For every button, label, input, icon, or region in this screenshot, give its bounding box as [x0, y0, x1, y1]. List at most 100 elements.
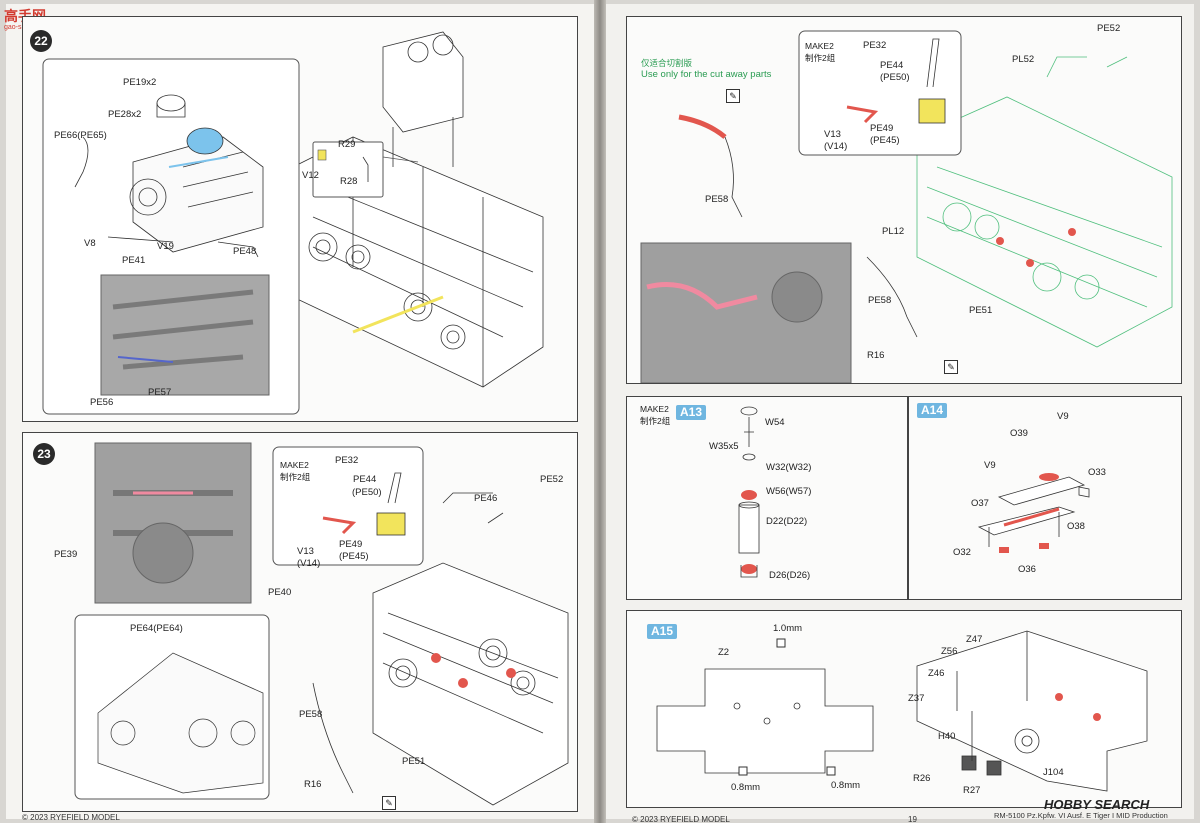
a13-make: MAKE2 — [640, 404, 669, 414]
label-pe40: PE40 — [268, 587, 292, 598]
hobby-search-logo: HOBBY SEARCH — [1044, 797, 1150, 812]
label-v12: V12 — [302, 170, 319, 181]
a14-panel — [908, 396, 1182, 600]
right-footer-copyright: © 2023 RYEFIELD MODEL — [632, 815, 730, 823]
a15-label-08mm-b: 0.8mm — [831, 780, 861, 791]
right-label-pe50: (PE50) — [880, 72, 910, 83]
step-22-drawing — [42, 31, 544, 415]
right-label-v14: (V14) — [824, 141, 848, 152]
a14-label-o37: O37 — [971, 498, 989, 509]
book-gutter — [594, 0, 606, 823]
right-label-pl52: PL52 — [1012, 54, 1035, 65]
label-pe49: PE49 — [339, 539, 363, 550]
right-label-pe32: PE32 — [863, 40, 887, 51]
a13-label-d22: D22(D22) — [766, 516, 808, 527]
a15-drawing — [656, 630, 1148, 792]
label-pe45: (PE45) — [339, 551, 369, 562]
right-label-pe58-b: PE58 — [868, 295, 892, 306]
label-r16: R16 — [304, 779, 322, 790]
cut-scissors-icon: ✎ — [382, 796, 396, 810]
label-pe41: PE41 — [122, 255, 146, 266]
right-make-cn: 制作2组 — [805, 53, 836, 63]
a15-label-z46: Z46 — [928, 668, 945, 679]
label-pe19: PE19x2 — [123, 77, 157, 88]
step-23-drawing — [74, 442, 569, 806]
a13-label-w35: W35x5 — [709, 441, 739, 452]
right-make: MAKE2 — [805, 41, 834, 51]
right-label-pe45: (PE45) — [870, 135, 900, 146]
label-pe64: PE64(PE64) — [130, 623, 183, 634]
a13-label-w54: W54 — [765, 417, 785, 428]
right-label-r16: R16 — [867, 350, 885, 361]
a15-label-08mm-a: 0.8mm — [731, 782, 761, 793]
a14-label-v9-a: V9 — [1057, 411, 1069, 422]
right-label-pe51: PE51 — [969, 305, 993, 316]
a15-tag: A15 — [647, 624, 678, 639]
step-22-panel — [22, 16, 578, 422]
label-pe44: PE44 — [353, 474, 377, 485]
label-pe48: PE48 — [233, 246, 257, 257]
a13-make-cn: 制作2组 — [640, 416, 671, 426]
label-v8: V8 — [84, 238, 96, 249]
label-pe66: PE66(PE65) — [54, 130, 107, 141]
label-pe50: (PE50) — [352, 487, 382, 498]
a15-label-r27: R27 — [963, 785, 981, 796]
right-label-pe52: PE52 — [1097, 23, 1121, 34]
step-23-badge: 23 — [33, 443, 55, 465]
left-footer-copyright: © 2023 RYEFIELD MODEL — [22, 813, 120, 822]
step-23-panel — [22, 432, 578, 812]
cut-scissors-icon-top: ✎ — [726, 89, 740, 103]
label-pe28: PE28x2 — [108, 109, 142, 120]
right-label-pl12: PL12 — [882, 226, 905, 237]
label-pe32: PE32 — [335, 455, 359, 466]
a15-label-j104: J104 — [1043, 767, 1064, 778]
a15-label-z47: Z47 — [966, 634, 983, 645]
label-pe52: PE52 — [540, 474, 564, 485]
a15-label-r26: R26 — [913, 773, 931, 784]
label-pe46: PE46 — [474, 493, 498, 504]
label-pe39: PE39 — [54, 549, 78, 560]
a15-label-z37: Z37 — [908, 693, 925, 704]
right-label-pe58-a: PE58 — [705, 194, 729, 205]
right-label-pe44: PE44 — [880, 60, 904, 71]
label-v13: V13 — [297, 546, 314, 557]
a14-label-o33: O33 — [1088, 467, 1106, 478]
a15-panel — [626, 610, 1182, 808]
a13-drawing — [738, 406, 760, 578]
a14-drawing — [977, 473, 1090, 553]
a14-label-o36: O36 — [1018, 564, 1036, 575]
a15-label-z2: Z2 — [718, 647, 730, 658]
a14-label-o39: O39 — [1010, 428, 1028, 439]
right-label-pe49: PE49 — [870, 123, 894, 134]
label-pe58: PE58 — [299, 709, 323, 720]
a14-label-o38: O38 — [1067, 521, 1085, 532]
a15-label-1mm: 1.0mm — [773, 623, 803, 634]
step-23-make-cn: 制作2组 — [280, 472, 311, 482]
a13-label-w56: W56(W57) — [766, 486, 812, 497]
right-page-number: 19 — [908, 815, 917, 823]
label-pe57: PE57 — [148, 387, 172, 398]
label-v19: V19 — [157, 241, 174, 252]
right-top-drawing — [640, 30, 1173, 383]
a15-label-h40: H40 — [938, 731, 956, 742]
label-r29: R29 — [338, 139, 356, 150]
a14-label-o32: O32 — [953, 547, 971, 558]
a15-label-z56: Z56 — [941, 646, 958, 657]
cutaway-note-en: Use only for the cut away parts — [641, 69, 772, 80]
cut-scissors-icon-right: ✎ — [944, 360, 958, 374]
label-r28: R28 — [340, 176, 358, 187]
a13-label-d26: D26(D26) — [769, 570, 811, 581]
label-pe56: PE56 — [90, 397, 114, 408]
step-23-make: MAKE2 — [280, 460, 309, 470]
label-pe51: PE51 — [402, 756, 426, 767]
a14-label-v9-b: V9 — [984, 460, 996, 471]
label-v14: (V14) — [297, 558, 321, 569]
right-top-step-panel — [626, 16, 1182, 384]
a13-tag: A13 — [676, 405, 707, 420]
step-22-badge: 22 — [30, 30, 52, 52]
cutaway-note-cn: 仅适合切割版 — [641, 58, 693, 68]
a13-label-w32: W32(W32) — [766, 462, 812, 473]
right-footer-title: RM-5100 Pz.Kpfw. VI Ausf. E Tiger I MID … — [994, 811, 1168, 820]
a13-panel — [626, 396, 908, 600]
